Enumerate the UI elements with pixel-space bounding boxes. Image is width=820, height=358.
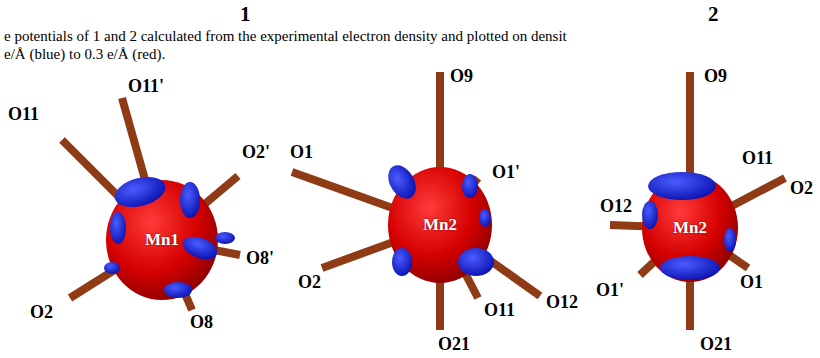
atom-label: O11 [742,148,773,169]
compound-number: 2 [708,2,719,27]
atom-label: O21 [700,334,732,355]
atom-label: O21 [438,334,470,355]
atom-label: O1 [290,142,313,163]
atom-label: O8 [190,312,213,333]
compound-number: 1 [240,2,251,27]
caption-text: e potentials of 1 and 2 calculated from … [4,28,567,45]
atom-name: Mn2 [423,215,457,235]
atom-name: Mn1 [145,230,179,250]
atom-label: O2 [298,272,321,293]
atom-label: O1' [596,280,624,301]
atom-label: O2 [790,178,813,199]
atom-label: O9 [450,66,473,87]
atom-label: O11 [8,104,39,125]
caption-text: e/Å (blue) to 0.3 e/Å (red). [4,46,165,63]
atom-label: O1 [740,272,763,293]
atom-label: O12 [546,292,578,313]
atom-label: O12 [600,196,632,217]
metal-atom: Mn2 [666,215,714,241]
atom-label: O2 [30,302,53,323]
metal-atom: Mn1 [138,227,186,253]
atom-label: O11 [484,300,515,321]
atom-label: O1' [492,162,520,183]
metal-atom: Mn2 [416,212,464,238]
atom-name: Mn2 [673,218,707,238]
atom-label: O11' [128,76,164,97]
atom-label: O2' [242,142,270,163]
atom-label: O8' [246,248,274,269]
atom-label: O9 [704,66,727,87]
